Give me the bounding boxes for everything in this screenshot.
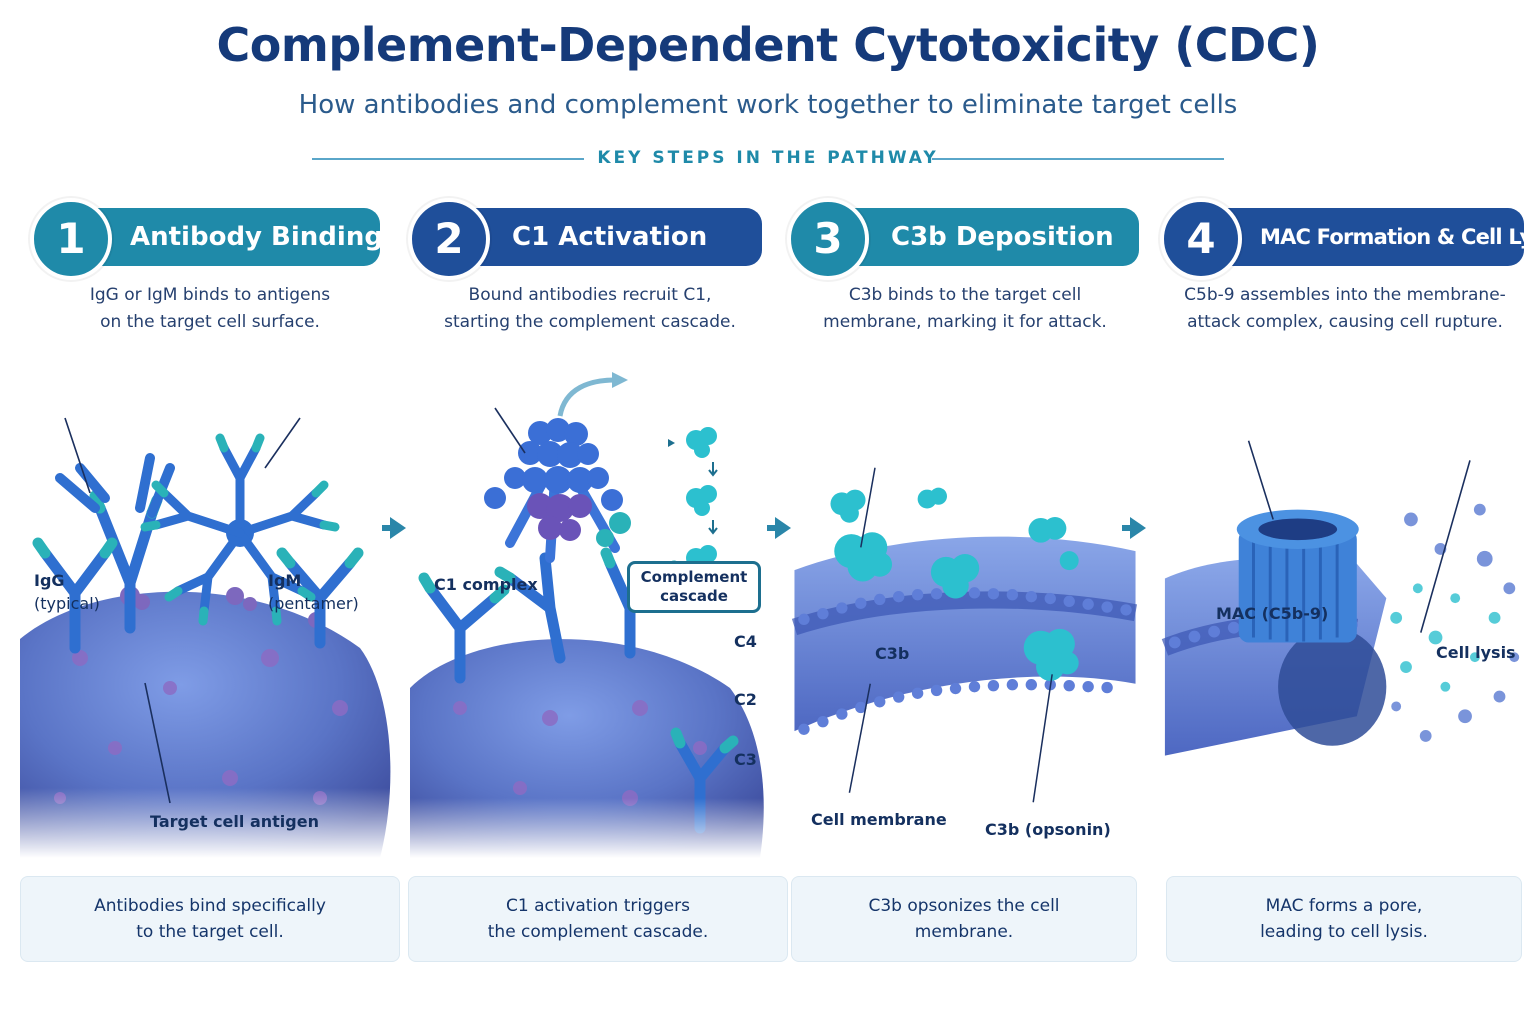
antigen-label: Target cell antigen bbox=[150, 812, 319, 831]
section-divider-left bbox=[312, 158, 584, 160]
step-1-caption-line1: Antibodies bind specifically bbox=[94, 896, 326, 916]
lysis-leader-line bbox=[1420, 460, 1471, 633]
step-3-description: C3b binds to the target cell membrane, m… bbox=[785, 282, 1145, 336]
step-2-header: C1 Activation bbox=[448, 208, 762, 266]
c1-leader-line bbox=[494, 407, 526, 454]
cell-lysis-label: Cell lysis bbox=[1436, 643, 1516, 662]
cascade-line1: Complement bbox=[640, 568, 748, 586]
c4-label: C4 bbox=[734, 632, 757, 651]
step-1-description: IgG or IgM binds to antigens on the targ… bbox=[20, 282, 400, 336]
step-4-title: MAC Formation & Cell Lysis bbox=[1260, 225, 1536, 249]
step-4-panel: MAC Formation & Cell Lysis 4 C5b-9 assem… bbox=[1160, 198, 1536, 978]
antibody-binding-illustration bbox=[20, 417, 400, 858]
c3b-deposition-illustration bbox=[785, 467, 1145, 845]
step-3-number: 3 bbox=[787, 198, 869, 280]
step-3-caption: C3b opsonizes the cell membrane. bbox=[791, 876, 1137, 962]
igg-sub-label: (typical) bbox=[34, 594, 100, 613]
step-3-description-line2: membrane, marking it for attack. bbox=[823, 312, 1107, 332]
cell-membrane-label: Cell membrane bbox=[811, 810, 947, 829]
step-2-caption-line2: the complement cascade. bbox=[487, 922, 709, 942]
c3b-label: C3b bbox=[875, 644, 910, 663]
step-1-caption: Antibodies bind specifically to the targ… bbox=[20, 876, 400, 962]
mac-pore bbox=[1236, 509, 1359, 643]
arrow-2-tail bbox=[767, 525, 775, 531]
arrow-3-to-4 bbox=[1130, 517, 1146, 539]
arrow-1-tail bbox=[382, 525, 390, 531]
c3b-opsonin-molecule bbox=[1023, 628, 1079, 681]
igm-leader-line bbox=[264, 417, 301, 469]
cascade-line2: cascade bbox=[660, 587, 728, 605]
c2-label: C2 bbox=[734, 690, 757, 709]
step-4-caption-line2: leading to cell lysis. bbox=[1260, 922, 1428, 942]
igm-sub-label: (pentamer) bbox=[268, 594, 359, 613]
step-4-caption: MAC forms a pore, leading to cell lysis. bbox=[1166, 876, 1522, 962]
arrow-1-to-2 bbox=[390, 517, 406, 539]
step-1-description-line1: IgG or IgM binds to antigens bbox=[89, 285, 331, 305]
membrane-leader-line bbox=[848, 683, 872, 793]
step-1-panel: Antibody Binding 1 IgG or IgM binds to a… bbox=[20, 198, 400, 978]
antigen-leader-line bbox=[144, 682, 171, 804]
complement-cascade-box: Complement cascade bbox=[627, 561, 761, 613]
step-1-title: Antibody Binding bbox=[130, 222, 383, 252]
arrow-3-tail bbox=[1122, 525, 1130, 531]
cell-membrane bbox=[794, 536, 1136, 732]
step-2-caption-line1: C1 activation triggers bbox=[506, 896, 690, 916]
step-3-title: C3b Deposition bbox=[891, 222, 1114, 252]
page-subtitle: How antibodies and complement work toget… bbox=[298, 90, 1238, 120]
step-2-panel: C1 Activation 2 Bound antibodies recruit… bbox=[400, 198, 788, 978]
step-3-panel: C3b Deposition 3 C3b binds to the target… bbox=[785, 198, 1145, 978]
section-label: KEY STEPS IN THE PATHWAY bbox=[597, 148, 939, 168]
step-3-caption-line2: membrane. bbox=[914, 922, 1014, 942]
igg-label: IgG bbox=[34, 571, 65, 590]
c3-label: C3 bbox=[734, 750, 757, 769]
step-2-title: C1 Activation bbox=[512, 222, 708, 252]
step-2-description: Bound antibodies recruit C1, starting th… bbox=[400, 282, 780, 336]
mac-label: MAC (C5b-9) bbox=[1216, 604, 1329, 623]
c1-activation-illustration bbox=[400, 372, 780, 858]
c3b-molecule bbox=[834, 532, 893, 582]
c1-complex bbox=[484, 418, 631, 563]
step-1-header: Antibody Binding bbox=[60, 208, 383, 266]
step-4-number: 4 bbox=[1160, 198, 1242, 280]
arrow-2-to-3 bbox=[775, 517, 791, 539]
step-1-number: 1 bbox=[30, 198, 112, 280]
step-3-description-line1: C3b binds to the target cell bbox=[848, 285, 1082, 305]
step-2-description-line2: starting the complement cascade. bbox=[444, 312, 736, 332]
step-2-number: 2 bbox=[408, 198, 490, 280]
step-1-description-line2: on the target cell surface. bbox=[100, 312, 320, 332]
step-2-caption: C1 activation triggers the complement ca… bbox=[408, 876, 788, 962]
step-3-caption-line1: C3b opsonizes the cell bbox=[868, 896, 1060, 916]
c1-complex-label: C1 complex bbox=[434, 575, 538, 594]
step-4-description-line2: attack complex, causing cell rupture. bbox=[1187, 312, 1503, 332]
c3b-opsonin-label: C3b (opsonin) bbox=[985, 820, 1111, 839]
mac-lysis-illustration bbox=[1160, 440, 1530, 855]
mac-leader-line bbox=[1247, 440, 1274, 520]
step-2-description-line1: Bound antibodies recruit C1, bbox=[468, 285, 712, 305]
step-4-description-line1: C5b-9 assembles into the membrane- bbox=[1184, 285, 1506, 305]
step-4-description: C5b-9 assembles into the membrane- attac… bbox=[1160, 282, 1530, 336]
igm-label: IgM bbox=[268, 571, 302, 590]
page-title: Complement-Dependent Cytotoxicity (CDC) bbox=[216, 18, 1320, 72]
step-1-caption-line2: to the target cell. bbox=[136, 922, 284, 942]
step-3-header: C3b Deposition bbox=[833, 208, 1139, 266]
c3b-leader-line bbox=[860, 467, 876, 548]
section-divider-right bbox=[932, 158, 1224, 160]
igg-leader-line bbox=[64, 417, 91, 494]
step-4-caption-line1: MAC forms a pore, bbox=[1265, 896, 1423, 916]
step-4-header: MAC Formation & Cell Lysis bbox=[1208, 208, 1536, 266]
opsonin-leader-line bbox=[1032, 674, 1053, 803]
